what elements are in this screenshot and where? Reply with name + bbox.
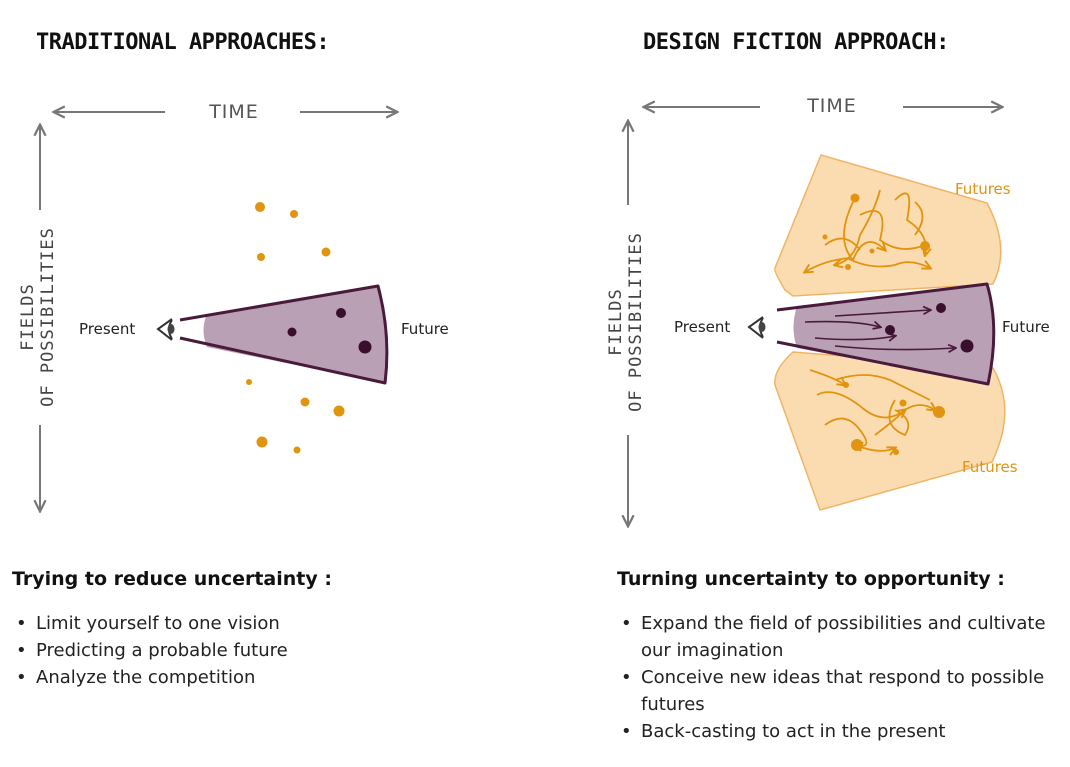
possibility-dot — [920, 241, 930, 251]
traditional-approaches-panel: TRADITIONAL APPROACHES: TIME FIELDS OF P… — [0, 0, 535, 767]
approach-subtitle: Turning uncertainty to opportunity : — [617, 568, 1005, 590]
probable-future-dot — [936, 303, 946, 313]
probable-future-dot — [885, 325, 895, 335]
possibility-dot — [843, 382, 849, 388]
probable-future-dot — [960, 339, 974, 353]
approach-subtitle: Trying to reduce uncertainty : — [12, 568, 332, 590]
svg-text:OF POSSIBILITIES: OF POSSIBILITIES — [626, 232, 646, 412]
futures-dots-bottom — [843, 382, 945, 455]
fields-of-possibilities-label: FIELDS OF POSSIBILITIES — [606, 232, 646, 412]
present-label: Present — [674, 318, 730, 336]
possibility-dot — [851, 439, 863, 451]
possibility-dot — [255, 202, 265, 212]
svg-text:FIELDS: FIELDS — [606, 288, 626, 355]
present-label: Present — [79, 320, 135, 338]
futures-bottom-label: Futures — [962, 458, 1018, 476]
eye-icon — [156, 318, 175, 341]
possibility-dot — [256, 436, 268, 448]
futures-top-label: Futures — [955, 180, 1011, 198]
design-fiction-panel: DESIGN FICTION APPROACH: TIME FIELDS OF … — [535, 0, 1070, 767]
futures-fan-top — [773, 154, 1002, 297]
probable-future-dot — [287, 327, 297, 337]
list-item: Conceive new ideas that respond to possi… — [619, 664, 1059, 718]
possibility-dot — [321, 247, 331, 257]
possibility-dot — [293, 446, 301, 454]
cone-outline — [179, 284, 389, 385]
possibility-dot — [246, 379, 252, 385]
scattered-possibilities — [246, 202, 345, 454]
panel-heading: TRADITIONAL APPROACHES: — [36, 30, 330, 55]
possibility-dot — [257, 253, 265, 261]
list-item: Expand the field of possibilities and cu… — [619, 610, 1059, 664]
future-label: Future — [1002, 318, 1050, 336]
possibility-dot — [300, 397, 310, 407]
futures-paths-top — [805, 189, 930, 272]
eye-icon — [747, 316, 766, 339]
probable-future-dot — [336, 308, 346, 318]
list-item: Limit yourself to one vision — [14, 610, 514, 637]
time-label: TIME — [806, 95, 857, 117]
approach-points-list: Limit yourself to one vision Predicting … — [14, 610, 514, 691]
futures-dots-top — [822, 193, 930, 270]
possibility-dot — [869, 248, 875, 254]
cone-paths — [804, 310, 955, 350]
design-fiction-diagram: TIME FIELDS OF POSSIBILITIES — [606, 95, 1050, 550]
list-item: Back-casting to act in the present — [619, 718, 1059, 745]
possibility-dot — [845, 264, 851, 270]
possibility-dot — [822, 234, 828, 240]
list-item: Predicting a probable future — [14, 637, 514, 664]
futures-fan-bottom — [774, 351, 1006, 511]
possibility-dot — [893, 449, 899, 455]
cone-outline — [776, 282, 996, 386]
approach-points-list: Expand the field of possibilities and cu… — [619, 610, 1059, 745]
future-label: Future — [401, 320, 449, 338]
probable-future-dot — [358, 340, 372, 354]
fields-of-possibilities-label: FIELDS OF POSSIBILITIES — [18, 227, 58, 407]
list-item: Analyze the competition — [14, 664, 514, 691]
possibility-dot — [333, 405, 345, 417]
traditional-diagram: TIME FIELDS OF POSSIBILITIES Present Fut… — [18, 101, 449, 550]
possibility-dot — [899, 399, 907, 407]
possibility-dot — [933, 406, 945, 418]
time-label: TIME — [208, 101, 259, 123]
possibility-dot — [850, 193, 860, 203]
panel-heading: DESIGN FICTION APPROACH: — [643, 30, 949, 55]
possibility-dot — [290, 210, 298, 218]
svg-text:FIELDS: FIELDS — [18, 283, 38, 350]
svg-text:OF POSSIBILITIES: OF POSSIBILITIES — [38, 227, 58, 407]
